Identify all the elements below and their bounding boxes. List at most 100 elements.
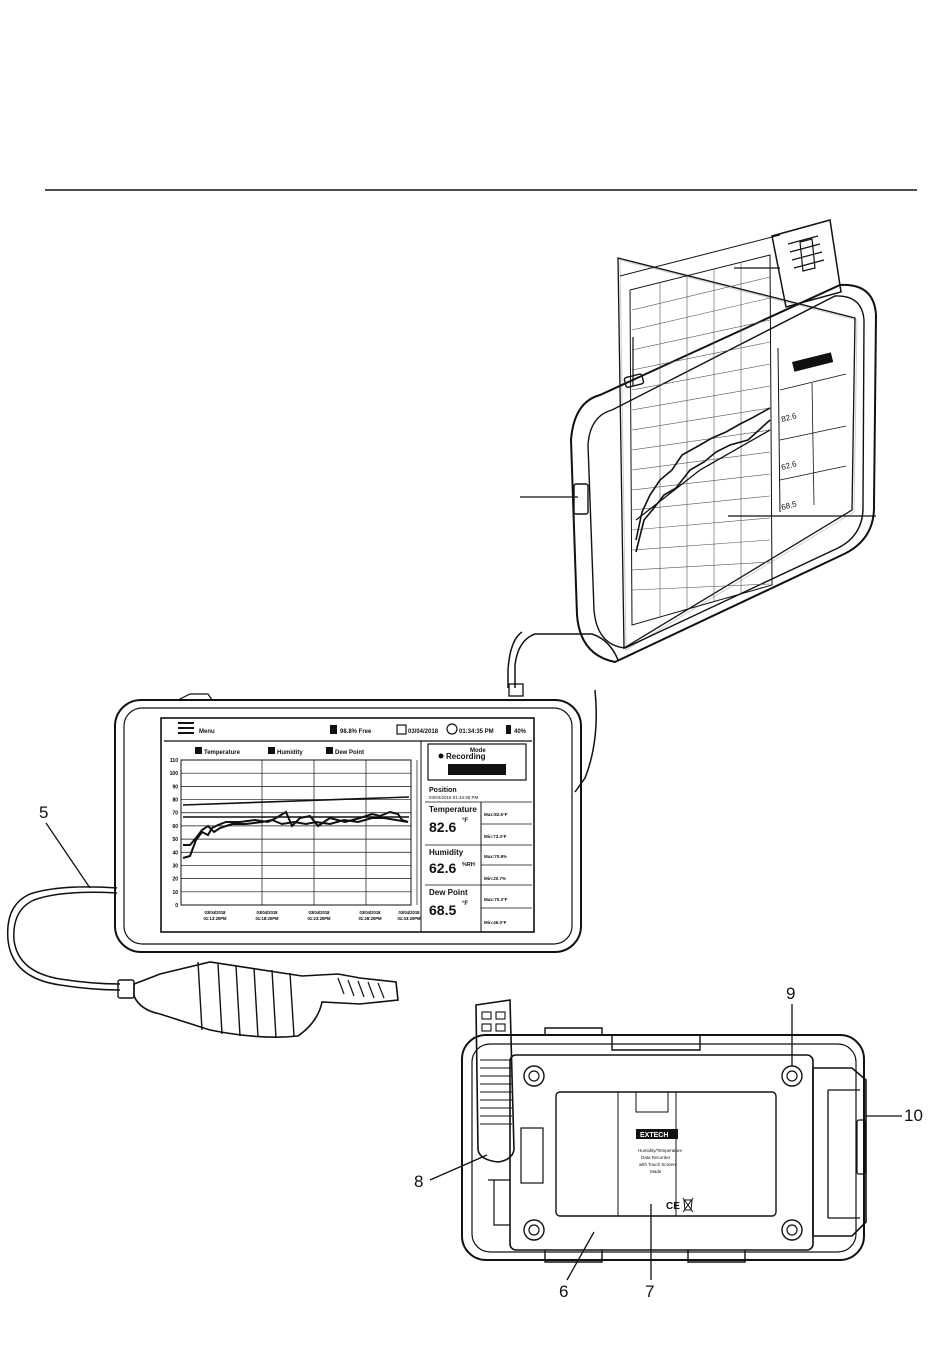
- callout-6: 6: [559, 1282, 568, 1301]
- label-area: [555, 1091, 777, 1217]
- back-probe: [475, 999, 515, 1163]
- chart-plot-area: [180, 759, 412, 906]
- y-tick-label: 60: [172, 824, 178, 830]
- reference-line-top: [182, 796, 410, 806]
- y-tick-label: 50: [172, 837, 178, 843]
- legend-humidity: Humidity: [277, 750, 303, 756]
- legend-temperature: Temperature: [204, 750, 241, 756]
- legend-dew-point-checkbox: [326, 747, 333, 754]
- readings-panel: Mode Recording Position 03/04/2018 01:34…: [420, 741, 532, 932]
- mode-value: Recording: [446, 752, 486, 761]
- y-tick-label: 70: [172, 811, 178, 817]
- x-tick-label: 03/04/2018: [360, 910, 382, 915]
- temperature-unit: °F: [462, 818, 468, 824]
- svg-text:82.6: 82.6: [780, 411, 798, 424]
- mode-box: [427, 743, 527, 781]
- temperature-max: Max:82.6°F: [484, 812, 508, 817]
- ce-mark: CE: [666, 1201, 680, 1212]
- label-line-2: Data Recorder: [641, 1155, 671, 1160]
- x-tick-label: 03/04/2018: [257, 910, 279, 915]
- dew-point-value: 68.5: [429, 902, 456, 918]
- battery-icon: [506, 725, 511, 734]
- temperature-label: Temperature: [429, 805, 477, 814]
- position-label: Position: [429, 787, 457, 794]
- weee-bin-icon: [682, 1197, 694, 1213]
- recording-dot-icon: [438, 753, 444, 759]
- side-port: [573, 483, 589, 515]
- x-tick-label: 01:13:20PM: [203, 916, 227, 921]
- time-display: 01:34:35 PM: [459, 729, 494, 735]
- angled-screen-content: 82.6 62.6 68.5: [619, 234, 847, 626]
- internal-probe: [771, 219, 842, 308]
- x-tick-label: 03/04/2018: [309, 910, 331, 915]
- dew-point-max: Max:70.3°F: [484, 897, 508, 902]
- mode-label: Mode: [470, 748, 486, 754]
- screw-bottom-left: [523, 1219, 545, 1241]
- device-front-view: Menu 98.8% Free 03/04/2018 01:34:35 PM 4…: [114, 693, 582, 953]
- label-line-1: Humidity/Temperature: [638, 1148, 683, 1153]
- humidity-max: Max:70.8%: [484, 854, 507, 859]
- callout-10: 10: [904, 1106, 923, 1125]
- x-tick-label: 03/04/2018: [205, 910, 227, 915]
- screw-top-left: [523, 1065, 545, 1087]
- brand-text: EXTECH: [640, 1132, 668, 1139]
- legend-humidity-checkbox: [268, 747, 275, 754]
- x-tick-label: 03/04/2018: [399, 910, 421, 915]
- memory-free: 98.8% Free: [340, 729, 372, 735]
- x-tick-label: 01:33:20PM: [397, 916, 421, 921]
- status-bar: Menu 98.8% Free 03/04/2018 01:34:35 PM 4…: [178, 722, 527, 735]
- external-probe-cable: [6, 886, 121, 991]
- callout-5: 5: [39, 803, 48, 822]
- chart-x-ticks: 03/04/201801:13:20PM03/04/201801:18:20PM…: [203, 910, 421, 921]
- external-probe: [6, 886, 399, 1039]
- chart-legend: Temperature Humidity Dew Point: [195, 747, 364, 756]
- probe-cable: [514, 633, 619, 793]
- sd-card-icon: [330, 725, 337, 734]
- y-tick-label: 0: [175, 903, 178, 909]
- y-tick-label: 80: [172, 798, 178, 804]
- dew-point-label: Dew Point: [429, 888, 468, 897]
- y-tick-label: 40: [172, 850, 178, 856]
- y-tick-label: 110: [170, 758, 178, 764]
- screw-bottom-right: [781, 1219, 803, 1241]
- device-angled-view: 82.6 62.6 68.5: [520, 219, 878, 664]
- y-tick-label: 90: [172, 784, 178, 790]
- clock-icon: [446, 723, 458, 735]
- legend-temperature-checkbox: [195, 747, 202, 754]
- svg-text:68.5: 68.5: [780, 499, 798, 512]
- menu-label: Menu: [199, 729, 215, 735]
- legend-dew-point: Dew Point: [335, 750, 364, 756]
- y-tick-label: 20: [172, 877, 178, 883]
- temperature-min: Min:73.3°F: [484, 834, 507, 839]
- chart-grid: [181, 759, 418, 906]
- position-value: 03/04/2018 01:34:35 PM: [429, 795, 479, 800]
- date-display: 03/04/2018: [408, 729, 439, 735]
- stop-recording-button: [448, 764, 506, 775]
- svg-text:62.6: 62.6: [780, 459, 798, 472]
- callout-7: 7: [645, 1282, 654, 1301]
- front-screen: [160, 717, 535, 933]
- callout-8: 8: [414, 1172, 423, 1191]
- device-back-view: EXTECH Humidity/Temperature Data Recorde…: [461, 999, 867, 1263]
- temperature-value: 82.6: [429, 819, 456, 835]
- humidity-value: 62.6: [429, 860, 456, 876]
- battery-level: 40%: [514, 729, 527, 735]
- dew-point-min: Min:46.0°F: [484, 920, 507, 925]
- series-humidity-line: [183, 817, 409, 846]
- label-line-4: Made: [650, 1169, 662, 1174]
- x-tick-label: 01:18:20PM: [255, 916, 279, 921]
- humidity-unit: %RH: [462, 862, 475, 868]
- back-device-body: [461, 1034, 865, 1261]
- calendar-icon: [396, 724, 407, 735]
- kickstand: [812, 1067, 867, 1237]
- series-temperature-line: [182, 810, 409, 859]
- callouts: 5 6 7 8 9 10: [39, 803, 923, 1301]
- y-tick-label: 10: [172, 890, 178, 896]
- x-tick-label: 01:23:20PM: [307, 916, 331, 921]
- device-angled-body: [569, 283, 878, 664]
- front-device-body: [114, 699, 582, 953]
- y-tick-label: 30: [172, 863, 178, 869]
- screw-top-right: [781, 1065, 803, 1087]
